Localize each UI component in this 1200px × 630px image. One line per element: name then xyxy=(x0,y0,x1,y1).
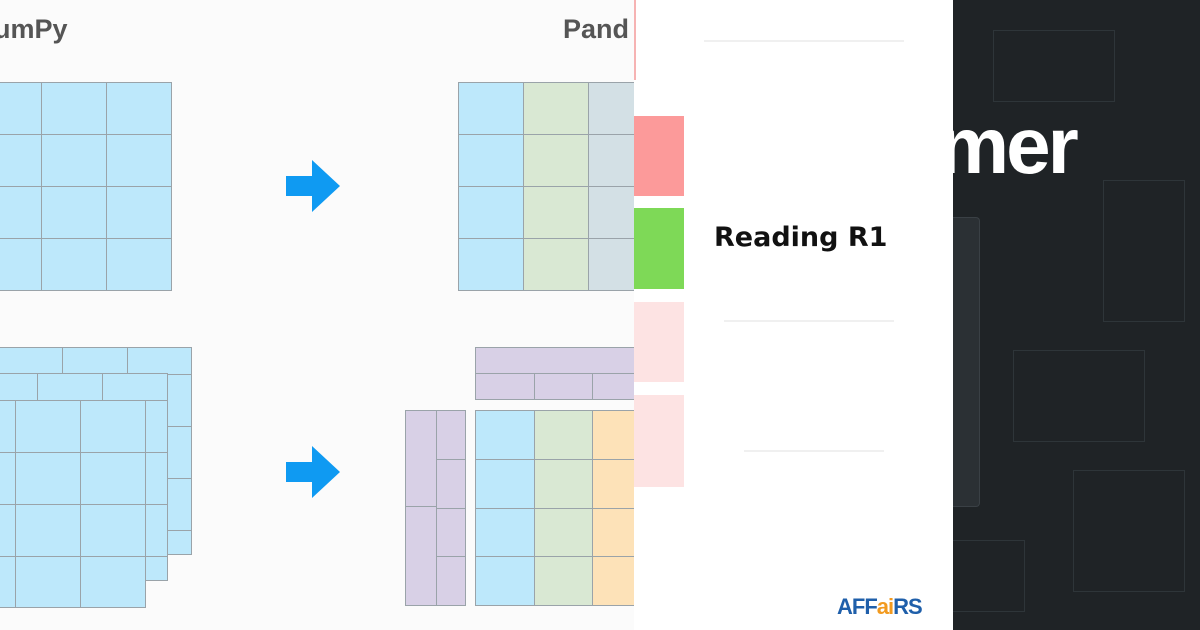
red-swatch xyxy=(634,116,684,196)
right-arrow-icon xyxy=(286,446,340,498)
right-arrow-icon xyxy=(286,160,340,212)
pink-swatch xyxy=(634,395,684,487)
pandas-heading: Pand xyxy=(563,14,630,44)
green-swatch xyxy=(634,208,684,289)
dark-banner: mer xyxy=(953,0,1200,630)
banner-text: mer xyxy=(953,101,1079,190)
pink-swatch xyxy=(634,302,684,382)
reading-title: Reading R1 xyxy=(714,222,888,253)
reading-card: Reading R1 AFFaiRS xyxy=(634,0,953,630)
numpy-heading: umPy xyxy=(0,14,68,44)
dataframe-diagram: umPy Pand xyxy=(0,14,634,608)
card-edge-accent xyxy=(634,0,636,80)
dark-card xyxy=(953,217,980,507)
affairs-logo: AFFaiRS xyxy=(837,594,923,619)
